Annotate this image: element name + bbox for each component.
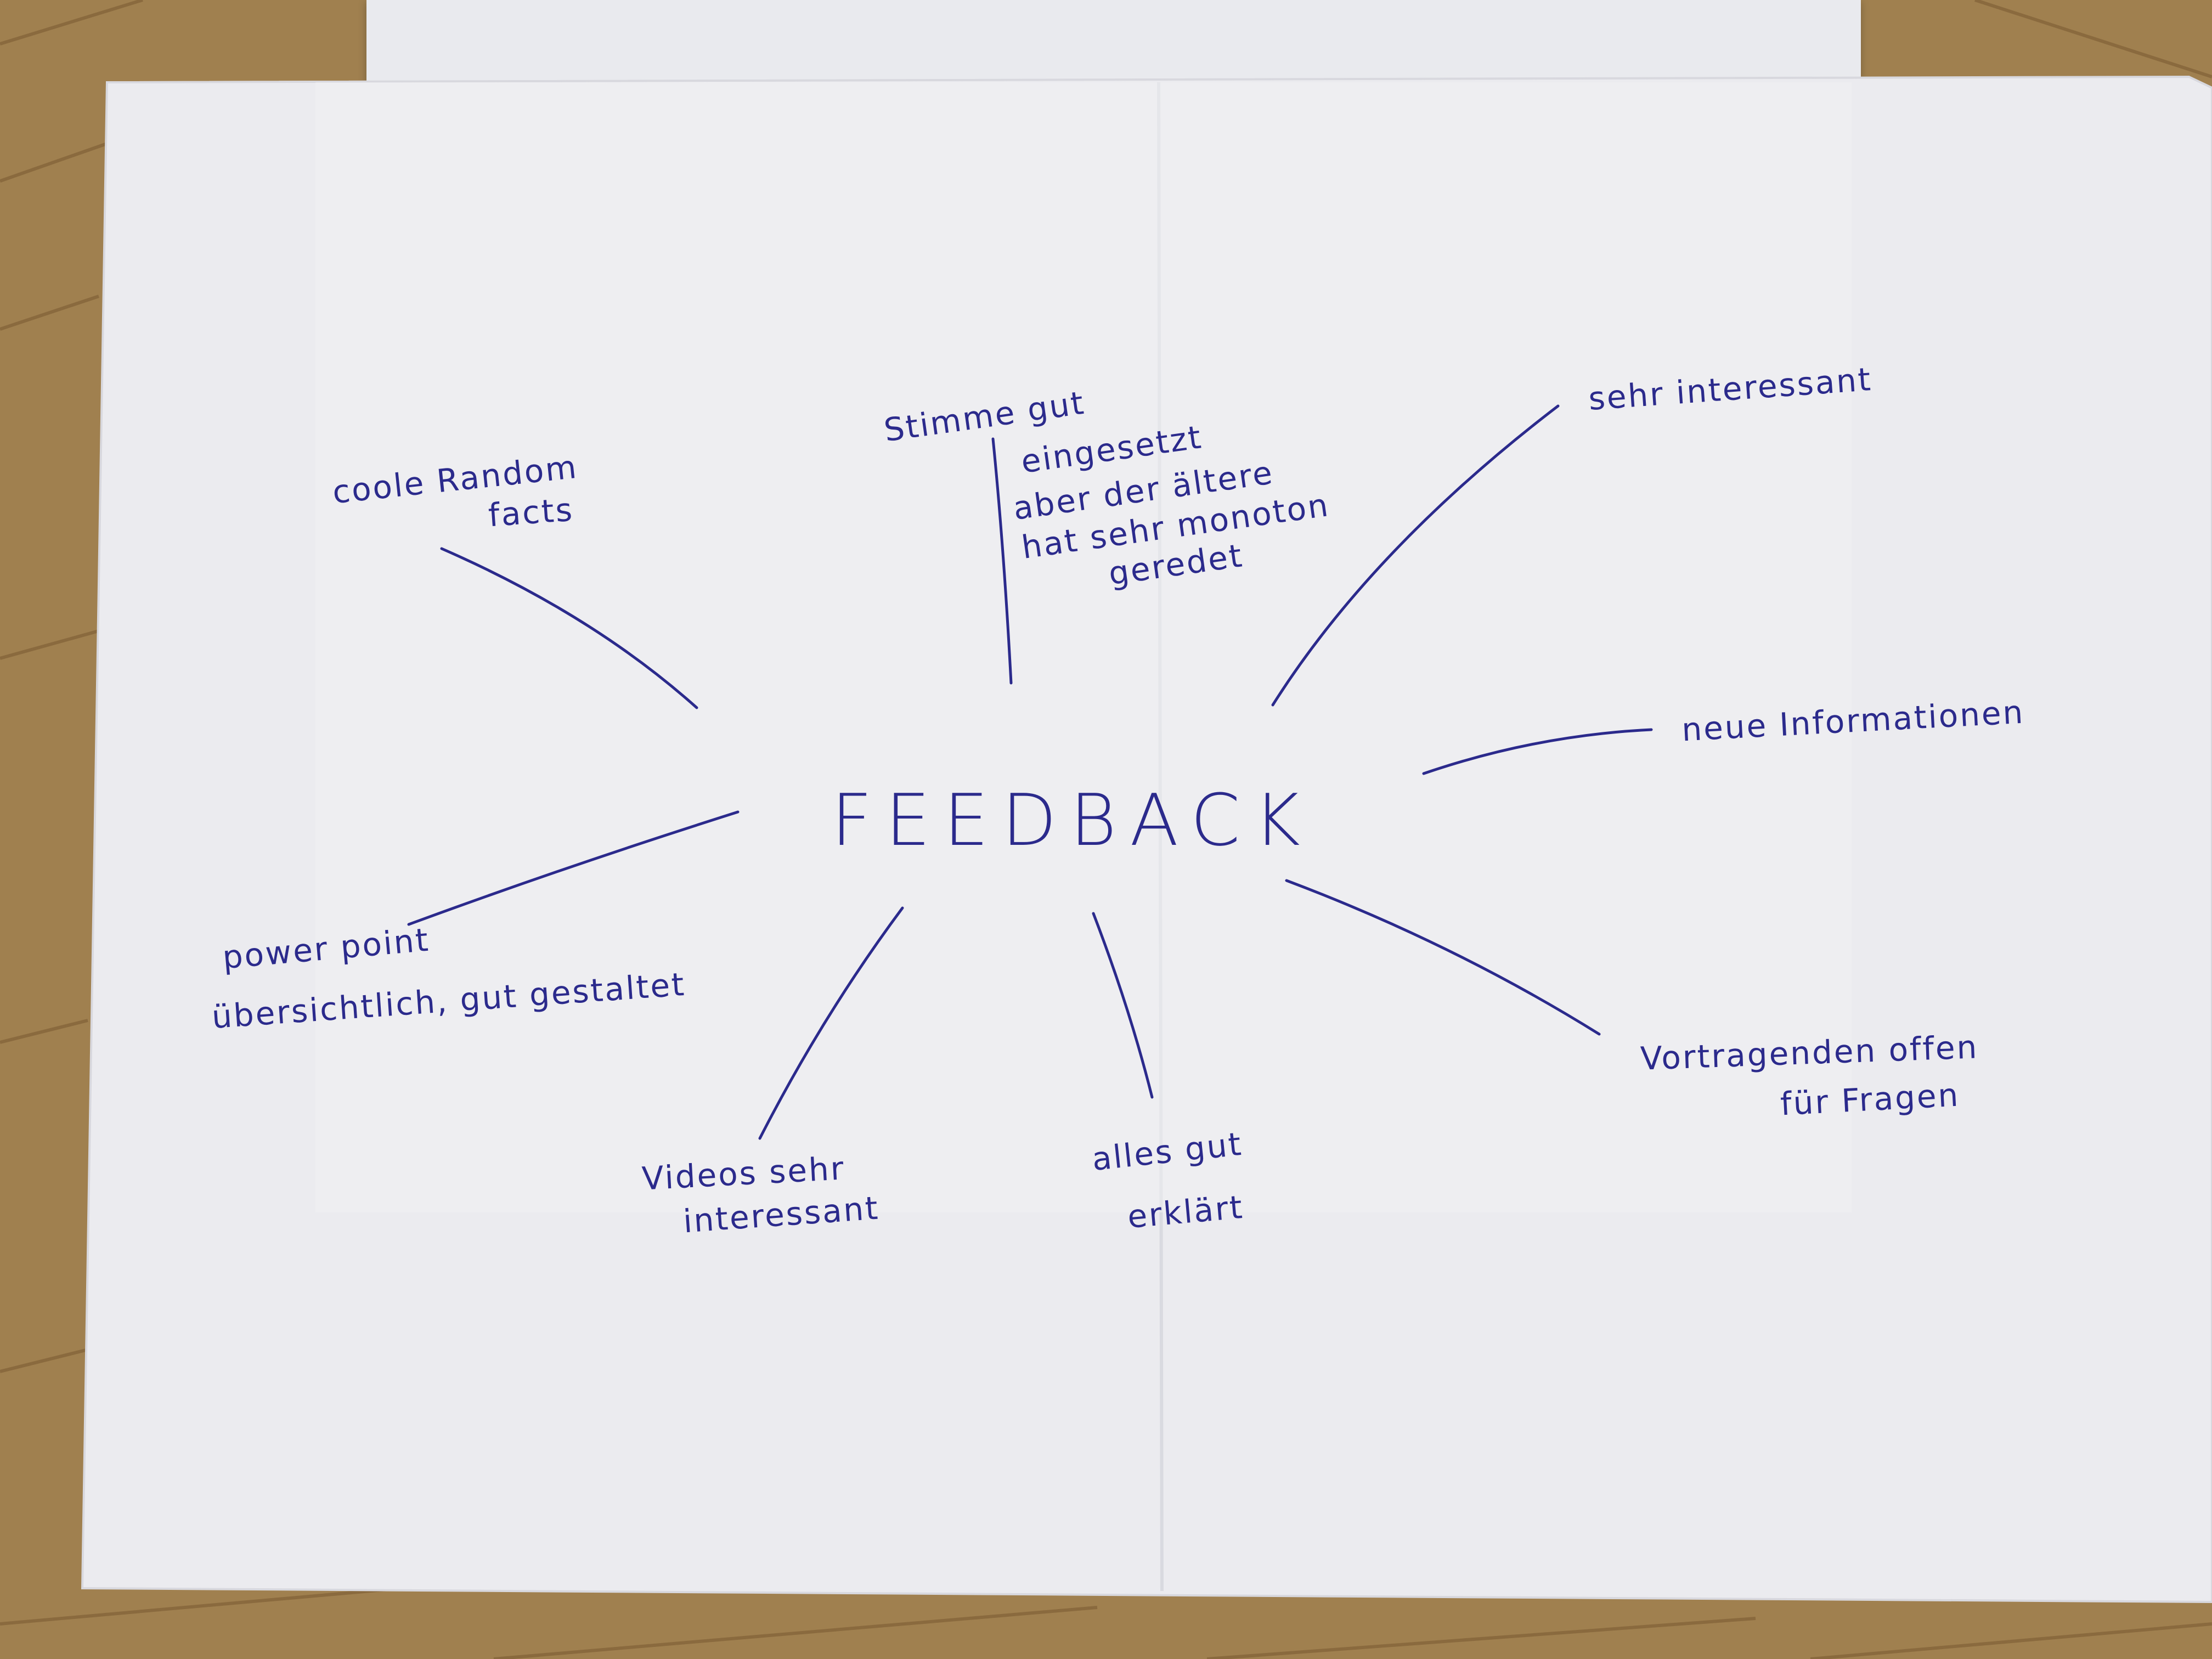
note-bottom-left-line1: Videos sehr xyxy=(641,1149,847,1198)
note-bottom-right-line2: für Fragen xyxy=(1779,1076,1961,1123)
connector-top-left xyxy=(440,547,698,709)
connector-top-right xyxy=(1271,404,1560,707)
connector-bottom-right xyxy=(1285,879,1601,1036)
mindmap-center-title: FEEDBACK xyxy=(831,778,1313,862)
note-top-left-line2: facts xyxy=(487,490,575,534)
connector-top xyxy=(991,437,1013,685)
connector-right xyxy=(1422,728,1653,775)
connector-bottom xyxy=(1092,912,1154,1099)
connector-bottom-left xyxy=(758,906,904,1140)
connector-left xyxy=(407,810,740,926)
note-bottom-line2: erklärt xyxy=(1126,1188,1245,1236)
